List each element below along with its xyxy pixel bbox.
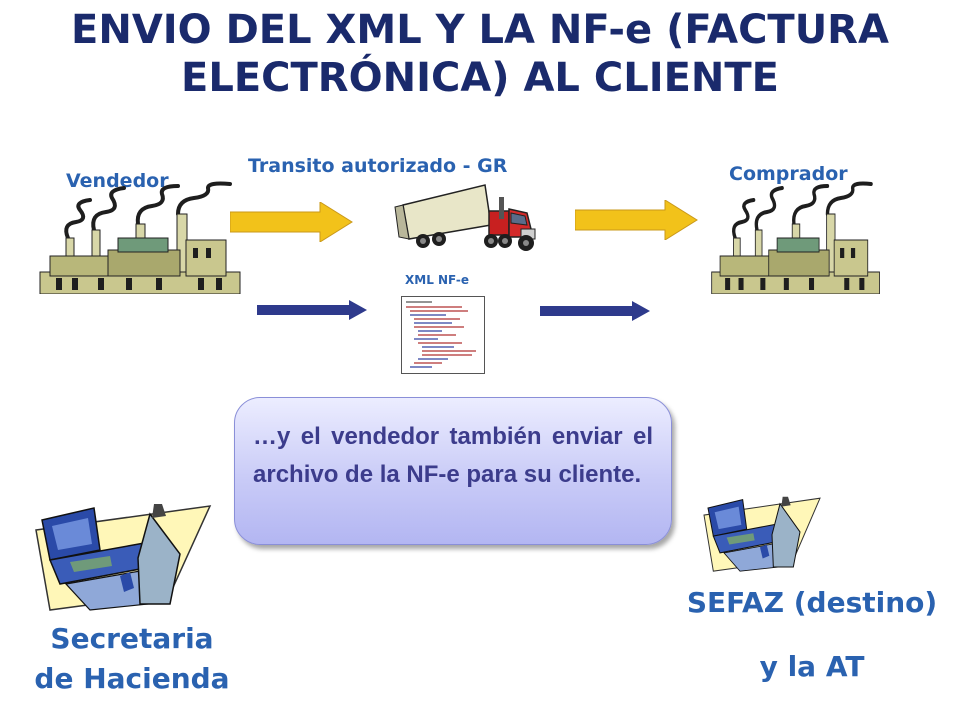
callout-box: …y el vendedor también enviar el archivo…	[234, 397, 672, 545]
tax-office-right-line2: y la AT	[759, 650, 865, 683]
xml-arrow-left	[257, 300, 367, 320]
xml-arrow-right	[540, 301, 650, 321]
control-room-icon-right	[703, 496, 821, 572]
goods-arrow-left	[230, 202, 353, 242]
tax-office-right-line1: SEFAZ (destino)	[686, 586, 938, 619]
goods-arrow-right	[575, 200, 698, 240]
slide-title: ENVIO DEL XML Y LA NF-e (FACTURA ELECTRÓ…	[0, 6, 960, 102]
tax-office-left-line1: Secretaria	[50, 622, 214, 655]
truck-icon	[394, 184, 536, 251]
tax-office-left-label: Secretaria de Hacienda	[20, 619, 244, 699]
tax-office-left-line2: de Hacienda	[34, 662, 230, 695]
seller-label: Vendedor	[66, 170, 169, 192]
xml-document-icon	[401, 296, 485, 374]
title-line-1: ENVIO DEL XML Y LA NF-e (FACTURA	[71, 7, 889, 53]
tax-office-right-label: SEFAZ (destino) y la AT	[662, 583, 960, 687]
title-line-2: ELECTRÓNICA) AL CLIENTE	[181, 55, 779, 101]
seller-factory-icon	[39, 181, 241, 294]
buyer-factory-icon	[711, 181, 880, 294]
transit-label: Transito autorizado - GR	[248, 155, 508, 177]
callout-text: …y el vendedor también enviar el archivo…	[253, 423, 653, 488]
control-room-icon-left	[35, 504, 212, 611]
xml-nfe-label: XML NF-e	[405, 273, 470, 287]
buyer-label: Comprador	[729, 163, 848, 185]
